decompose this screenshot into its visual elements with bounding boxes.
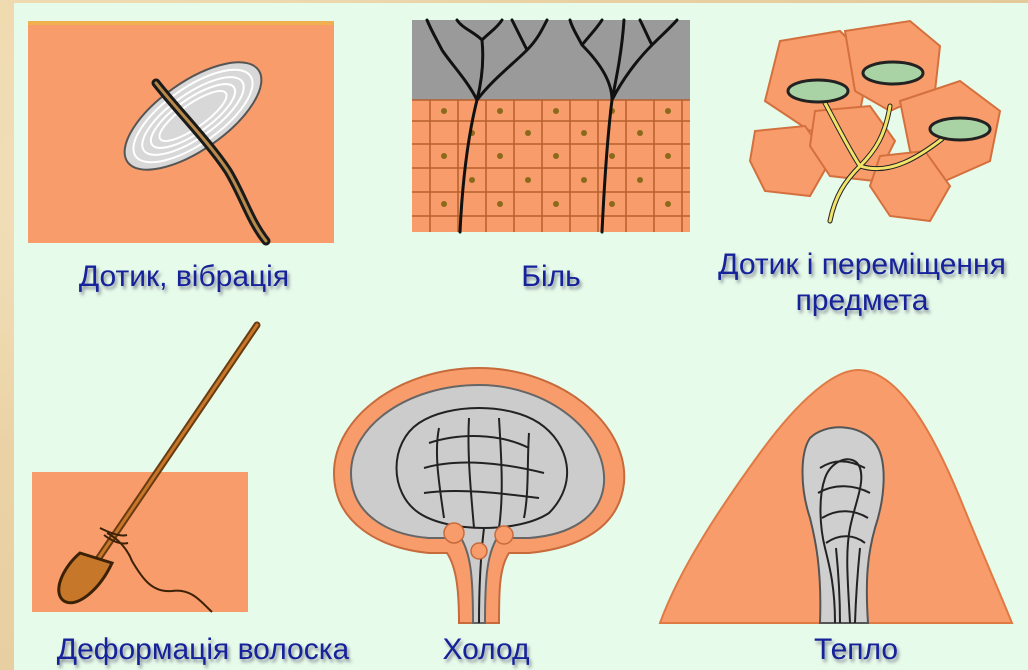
- free-nerve-endings-figure: [412, 20, 690, 232]
- hair-follicle-figure: [32, 323, 262, 613]
- pacinian-corpuscle-figure: [28, 21, 338, 246]
- label-touch-vibration: Дотик, вібрація: [44, 259, 324, 295]
- krause-bulb-figure: [329, 363, 629, 631]
- label-pain: Біль: [471, 259, 631, 295]
- ruffini-ending-figure: [660, 368, 1012, 623]
- label-touch-movement-line1: Дотик і переміщення: [702, 247, 1022, 283]
- label-touch-movement-line2: предмета: [702, 283, 1022, 319]
- diagram-panel: Дотик, вібрація Біль: [14, 3, 1028, 670]
- label-cold: Холод: [426, 632, 546, 668]
- label-hair-deformation: Деформація волоска: [28, 632, 378, 668]
- merkel-discs-figure: [750, 21, 1005, 241]
- label-warmth: Тепло: [796, 632, 916, 668]
